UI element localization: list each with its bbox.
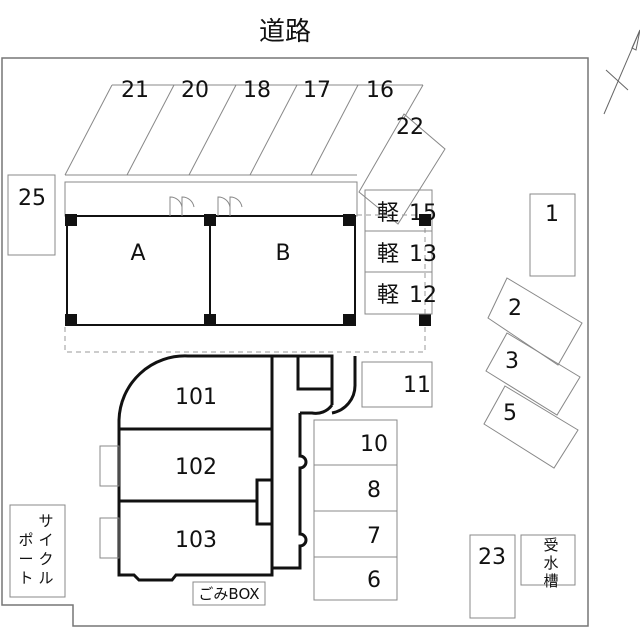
svg-text:受: 受	[543, 536, 558, 554]
parking-2: 2	[508, 296, 522, 321]
columns	[65, 214, 431, 326]
parking-16: 16	[366, 78, 394, 103]
svg-text:サ: サ	[38, 512, 53, 530]
unit-102: 102	[175, 455, 217, 480]
door-icons	[169, 196, 243, 216]
svg-text:ポ: ポ	[18, 531, 33, 549]
parking-10: 10	[360, 432, 388, 457]
svg-text:ト: ト	[18, 569, 33, 587]
parking-3: 3	[505, 349, 519, 374]
svg-text:イ: イ	[38, 531, 53, 549]
north-arrow-icon	[603, 29, 640, 115]
water-tank-label: 受 水 槽	[543, 536, 558, 590]
parking-22: 22	[396, 115, 424, 140]
parking-18: 18	[243, 78, 271, 103]
cycle-port-label: サ イ ク ル ポ ー ト	[18, 512, 53, 587]
parking-kei-15: 15	[409, 201, 437, 226]
parking-11: 11	[403, 373, 431, 398]
parking-5: 5	[503, 401, 517, 426]
road-label: 道路	[259, 17, 311, 47]
apartment-building	[99, 354, 357, 582]
parking-20: 20	[181, 78, 209, 103]
property-boundary	[1, 57, 589, 627]
kei-label: 軽	[377, 201, 399, 226]
parking-kei-12: 12	[409, 283, 437, 308]
parking-23: 23	[478, 545, 506, 570]
svg-text:ル: ル	[38, 569, 53, 587]
svg-text:槽: 槽	[543, 572, 558, 590]
unit-103: 103	[175, 528, 217, 553]
svg-text:ー: ー	[18, 550, 33, 568]
building-a-label: A	[130, 241, 145, 266]
unit-101: 101	[175, 385, 217, 410]
building-canopy	[64, 181, 358, 217]
garbage-box: ごみBOX	[198, 585, 259, 603]
building-b-label: B	[275, 241, 290, 266]
kei-label: 軽	[377, 283, 399, 308]
parking-25: 25	[18, 186, 46, 211]
parking-kei-13: 13	[409, 242, 437, 267]
parking-6: 6	[367, 568, 381, 593]
parking-7: 7	[367, 524, 381, 549]
parking-row-top	[64, 84, 424, 176]
building-a-outline	[66, 215, 211, 326]
kei-label: 軽	[377, 242, 399, 267]
parking-8: 8	[367, 478, 381, 503]
parking-21: 21	[121, 78, 149, 103]
svg-text:水: 水	[543, 554, 558, 572]
building-b-outline	[209, 215, 356, 326]
svg-text:ク: ク	[38, 550, 53, 568]
parking-22-space	[358, 113, 446, 225]
parking-1: 1	[545, 202, 559, 227]
parking-17: 17	[303, 78, 331, 103]
